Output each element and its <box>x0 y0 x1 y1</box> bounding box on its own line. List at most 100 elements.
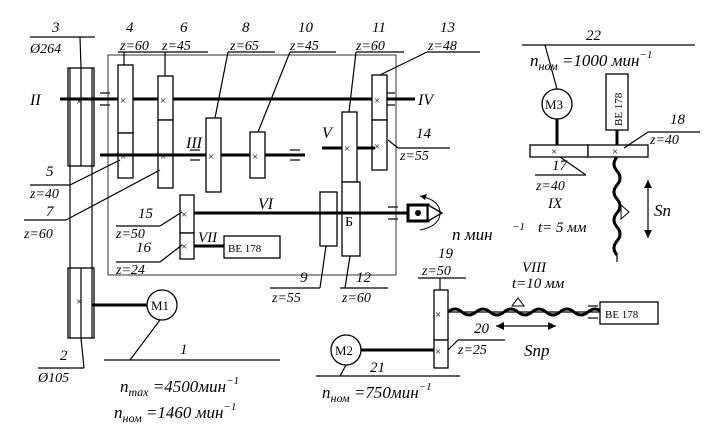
label-18-z: z=40 <box>649 133 679 148</box>
motor-M2-label: M2 <box>335 343 353 358</box>
shaft-III: III <box>100 135 305 161</box>
motor-M3-label: M3 <box>545 97 563 112</box>
label-19: 19 <box>438 246 454 262</box>
label-8: 8 <box>242 20 250 36</box>
output-speed-sup: −1 <box>512 221 525 233</box>
shaft-VIII-label: VIII <box>522 260 547 276</box>
feed-p-label: Sп <box>654 201 671 220</box>
label-20-z: z=25 <box>457 343 487 358</box>
label-9: 9 <box>300 270 308 286</box>
sensor-c-label: BE 178 <box>605 309 639 321</box>
part-labels: 3 Ø264 4 z=60 6 z=45 8 z=65 10 z=45 11 z… <box>23 20 686 386</box>
gear-12-coupling <box>341 181 361 257</box>
label-17-z: z=40 <box>535 179 565 194</box>
label-12-z: z=60 <box>341 291 371 306</box>
svg-text:×: × <box>181 209 187 221</box>
svg-text:×: × <box>76 96 82 108</box>
motor-M3: M3 <box>541 88 573 145</box>
svg-text:×: × <box>76 296 82 308</box>
pitch-viii-label: t=10 мм <box>512 276 565 292</box>
label-5: 5 <box>46 164 54 180</box>
label-4: 4 <box>126 20 134 36</box>
svg-text:×: × <box>435 346 441 358</box>
shaft-III-label: III <box>185 135 203 152</box>
sensor-b-label: BE 178 <box>613 92 625 126</box>
shaft-VII-label: VII <box>198 230 218 246</box>
label-2: 2 <box>60 348 68 364</box>
gear-8 <box>205 117 222 193</box>
svg-text:nном =1000 мин−1: nном =1000 мин−1 <box>530 49 652 73</box>
svg-text:nmax =4500мин−1: nmax =4500мин−1 <box>120 375 239 399</box>
shaft-VI: VI <box>185 196 410 220</box>
svg-text:×: × <box>435 309 441 321</box>
shaft-VIII: VIII t=10 мм <box>447 260 603 319</box>
svg-text:×: × <box>344 143 350 155</box>
label-3: 3 <box>51 20 60 36</box>
label-22: 22 <box>586 28 602 44</box>
svg-text:nном =1460 мин−1: nном =1460 мин−1 <box>114 401 236 425</box>
label-20: 20 <box>474 321 490 337</box>
pitch-ix-label: t= 5 мм <box>538 220 587 236</box>
label-15-z: z=50 <box>115 227 145 242</box>
gear-17 <box>529 144 589 158</box>
label-16-z: z=24 <box>115 263 145 278</box>
label-9-z: z=55 <box>271 291 301 306</box>
shaft-II-label: II <box>29 92 41 109</box>
label-14-z: z=55 <box>399 149 429 164</box>
feed-pr-label: Sпр <box>524 341 550 360</box>
label-14: 14 <box>416 126 432 142</box>
sensor-be178-c <box>599 301 659 325</box>
svg-text:×: × <box>551 146 557 158</box>
label-15: 15 <box>138 206 154 222</box>
shaft-VI-label: VI <box>258 196 274 213</box>
svg-text:×: × <box>120 95 126 107</box>
svg-text:×: × <box>252 151 258 163</box>
svg-text:×: × <box>374 95 380 107</box>
sensor-be178-a <box>223 235 281 259</box>
svg-text:×: × <box>374 141 380 153</box>
label-19-z: z=50 <box>421 264 451 279</box>
label-2-size: Ø105 <box>37 371 69 386</box>
label-5-z: z=40 <box>29 187 59 202</box>
output-speed-label: n мин <box>452 225 493 244</box>
gear-18 <box>587 144 649 158</box>
label-13: 13 <box>440 20 455 36</box>
gear-20 <box>433 339 449 369</box>
shaft-VII: VII <box>194 230 224 248</box>
svg-text:×: × <box>208 151 214 163</box>
label-7-z: z=60 <box>23 227 53 242</box>
label-7: 7 <box>46 204 55 220</box>
label-10: 10 <box>298 20 314 36</box>
belt-drive: × × <box>67 67 95 339</box>
spindle-output: n мин −1 <box>406 194 525 244</box>
label-13-z: z=48 <box>427 39 457 54</box>
shaft-V-label: V <box>322 125 334 142</box>
leader-lines <box>24 36 700 377</box>
svg-text:×: × <box>120 151 126 163</box>
label-11: 11 <box>372 20 386 36</box>
label-10-z: z=45 <box>289 39 319 54</box>
label-3-size: Ø264 <box>29 42 61 57</box>
sensor-a-label: BE 178 <box>228 243 262 255</box>
label-16: 16 <box>136 240 152 256</box>
motor-speeds: nmax =4500мин−1 nном =1460 мин−1 nном =7… <box>114 49 652 425</box>
svg-text:×: × <box>160 95 166 107</box>
label-18: 18 <box>670 112 686 128</box>
label-6: 6 <box>180 20 188 36</box>
gear-14 <box>371 119 388 171</box>
svg-text:×: × <box>612 146 618 158</box>
svg-text:×: × <box>160 151 166 163</box>
label-8-z: z=65 <box>229 39 259 54</box>
label-6-z: z=45 <box>161 39 191 54</box>
shaft-IV-label: IV <box>417 92 435 109</box>
gear-10 <box>249 131 266 179</box>
label-21: 21 <box>370 360 385 376</box>
label-1: 1 <box>180 342 188 358</box>
label-11-z: z=60 <box>355 39 385 54</box>
motor-M2: M2 <box>330 334 440 366</box>
shaft-IX-label: IX <box>547 196 563 212</box>
label-12: 12 <box>356 270 372 286</box>
label-17: 17 <box>552 158 569 174</box>
svg-text:nном =750мин−1: nном =750мин−1 <box>322 381 432 405</box>
